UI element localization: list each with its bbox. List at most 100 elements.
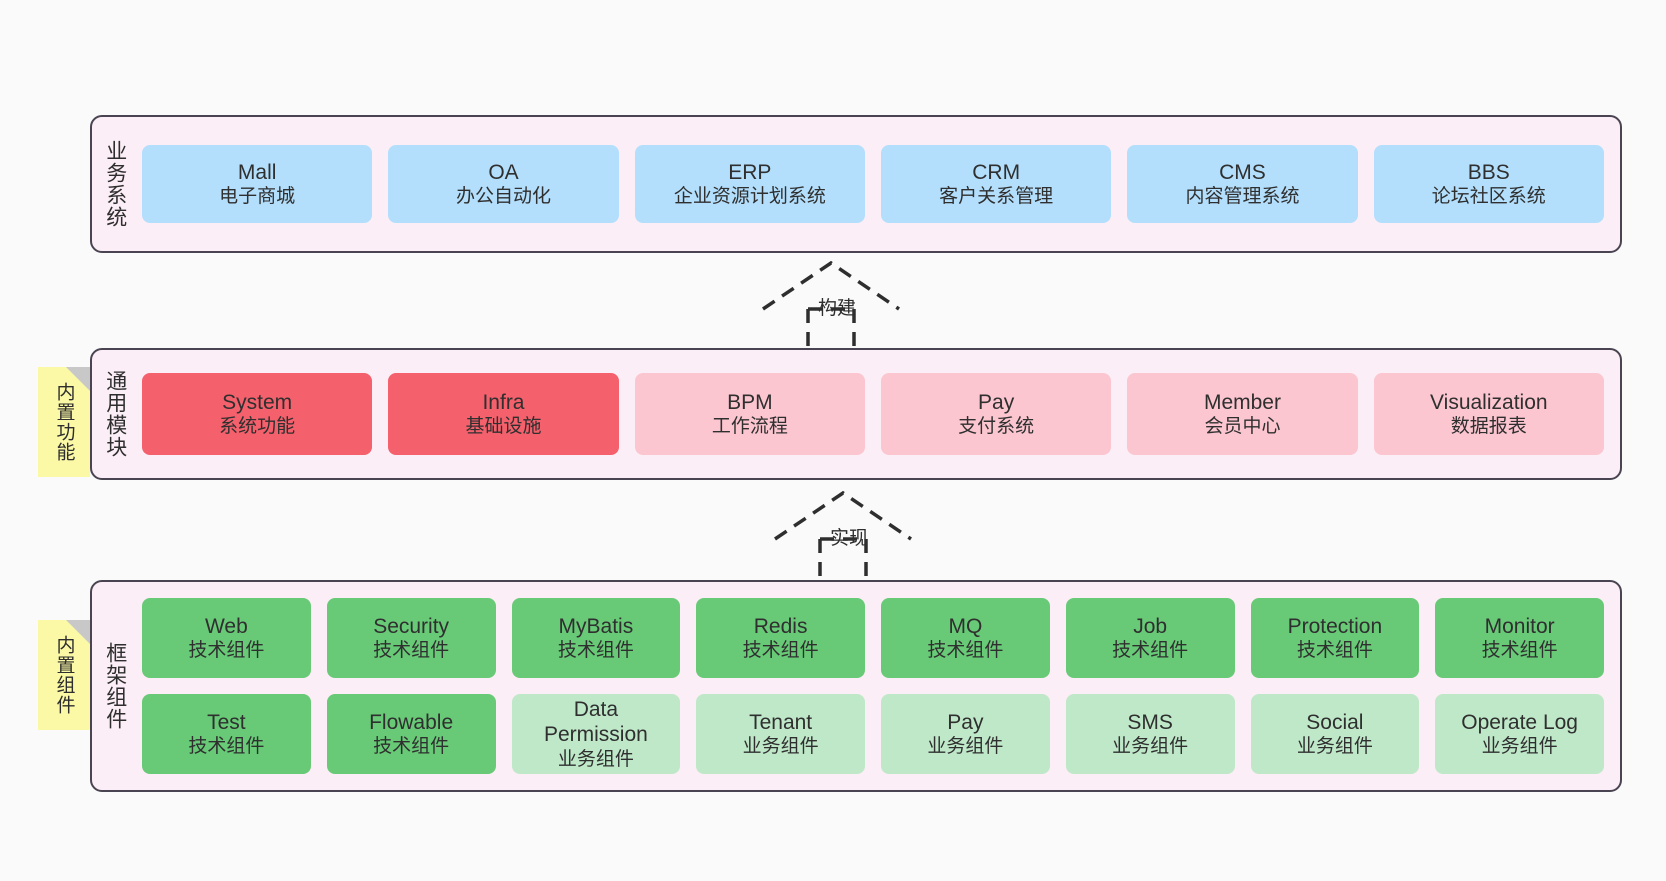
card-visualization-name: Visualization xyxy=(1430,390,1548,414)
card-member-name: Member xyxy=(1203,390,1281,414)
card-operate-log[interactable]: Operate Log 业务组件 xyxy=(1435,694,1604,774)
card-flowable[interactable]: Flowable 技术组件 xyxy=(326,694,496,774)
card-bpm[interactable]: BPM 工作流程 xyxy=(634,373,865,455)
card-erp-sub: 企业资源计划系统 xyxy=(673,186,826,208)
framework-card-row-business: Test 技术组件 Flowable 技术组件 Data Permission … xyxy=(142,694,1604,774)
card-job-name: Job xyxy=(1133,614,1168,638)
card-monitor-sub: 技术组件 xyxy=(1481,640,1558,662)
card-web[interactable]: Web 技术组件 xyxy=(142,598,311,678)
card-infra[interactable]: Infra 基础设施 xyxy=(388,373,619,455)
connector-build-label: 构建 xyxy=(818,298,857,319)
card-data-permission[interactable]: Data Permission 业务组件 xyxy=(511,694,681,774)
card-cms-name: CMS xyxy=(1219,160,1266,184)
card-security[interactable]: Security 技术组件 xyxy=(326,598,496,678)
card-mall[interactable]: Mall 电子商城 xyxy=(142,145,373,223)
card-cms-sub: 内容管理系统 xyxy=(1185,186,1300,208)
layer-body-framework-components: Web 技术组件 Security 技术组件 MyBatis 技术组件 Redi… xyxy=(138,582,1620,790)
sticky-builtin-functions: 内置功能 xyxy=(38,367,90,477)
card-data-permission-name: Data Permission xyxy=(543,697,648,747)
card-flowable-sub: 技术组件 xyxy=(373,736,450,758)
card-pay-component-sub: 业务组件 xyxy=(927,736,1004,758)
card-system-name: System xyxy=(222,390,293,414)
card-system[interactable]: System 系统功能 xyxy=(142,373,373,455)
card-member[interactable]: Member 会员中心 xyxy=(1127,373,1358,455)
card-pay-component[interactable]: Pay 业务组件 xyxy=(881,694,1050,774)
card-pay-component-name: Pay xyxy=(947,710,984,734)
card-tenant[interactable]: Tenant 业务组件 xyxy=(696,694,865,774)
card-web-name: Web xyxy=(204,614,248,638)
card-system-sub: 系统功能 xyxy=(219,416,296,438)
card-security-sub: 技术组件 xyxy=(373,640,450,662)
card-operate-log-sub: 业务组件 xyxy=(1481,736,1558,758)
card-redis[interactable]: Redis 技术组件 xyxy=(696,598,865,678)
card-job[interactable]: Job 技术组件 xyxy=(1065,598,1235,678)
layer-common-modules: 通用模块 System 系统功能 Infra 基础设施 BPM 工作流程 Pay xyxy=(90,348,1622,480)
card-web-sub: 技术组件 xyxy=(188,640,265,662)
card-security-name: Security xyxy=(373,614,450,638)
card-protection-sub: 技术组件 xyxy=(1296,640,1373,662)
card-data-permission-sub: 业务组件 xyxy=(557,749,634,771)
connector-implement-label: 实现 xyxy=(830,528,869,549)
card-test[interactable]: Test 技术组件 xyxy=(142,694,311,774)
card-bbs[interactable]: BBS 论坛社区系统 xyxy=(1373,145,1604,223)
card-social-name: Social xyxy=(1306,710,1364,734)
card-sms[interactable]: SMS 业务组件 xyxy=(1065,694,1235,774)
card-flowable-name: Flowable xyxy=(369,710,454,734)
card-protection[interactable]: Protection 技术组件 xyxy=(1250,598,1420,678)
card-test-sub: 技术组件 xyxy=(188,736,265,758)
layer-title-framework-components: 框架组件 xyxy=(103,642,127,730)
card-member-sub: 会员中心 xyxy=(1204,416,1281,438)
card-tenant-name: Tenant xyxy=(749,710,813,734)
card-erp-name: ERP xyxy=(728,160,772,184)
layer-body-business-system: Mall 电子商城 OA 办公自动化 ERP 企业资源计划系统 CRM 客户关系… xyxy=(138,117,1620,251)
sticky-builtin-components: 内置组件 xyxy=(38,620,90,730)
card-mq[interactable]: MQ 技术组件 xyxy=(881,598,1050,678)
card-mybatis-sub: 技术组件 xyxy=(557,640,634,662)
module-card-row: System 系统功能 Infra 基础设施 BPM 工作流程 Pay 支付系统… xyxy=(142,373,1604,455)
card-social-sub: 业务组件 xyxy=(1296,736,1373,758)
card-pay-module-sub: 支付系统 xyxy=(958,416,1035,438)
card-mq-name: MQ xyxy=(948,614,983,638)
card-infra-sub: 基础设施 xyxy=(465,416,542,438)
card-bbs-sub: 论坛社区系统 xyxy=(1431,186,1546,208)
card-redis-name: Redis xyxy=(753,614,808,638)
card-sms-sub: 业务组件 xyxy=(1112,736,1189,758)
card-crm-sub: 客户关系管理 xyxy=(939,186,1054,208)
card-bpm-sub: 工作流程 xyxy=(711,416,788,438)
card-cms[interactable]: CMS 内容管理系统 xyxy=(1127,145,1358,223)
layer-framework-components: 框架组件 Web 技术组件 Security 技术组件 MyBatis 技术组件… xyxy=(90,580,1622,792)
card-mall-sub: 电子商城 xyxy=(219,186,296,208)
card-mall-name: Mall xyxy=(237,160,277,184)
card-monitor-name: Monitor xyxy=(1484,614,1555,638)
card-visualization[interactable]: Visualization 数据报表 xyxy=(1373,373,1604,455)
card-infra-name: Infra xyxy=(482,390,525,414)
framework-card-row-technical: Web 技术组件 Security 技术组件 MyBatis 技术组件 Redi… xyxy=(142,598,1604,678)
card-pay-module-name: Pay xyxy=(978,390,1015,414)
card-sms-name: SMS xyxy=(1127,710,1173,734)
card-erp[interactable]: ERP 企业资源计划系统 xyxy=(634,145,865,223)
card-monitor[interactable]: Monitor 技术组件 xyxy=(1435,598,1604,678)
card-job-sub: 技术组件 xyxy=(1112,640,1189,662)
connector-implement-arrow xyxy=(770,488,916,586)
card-oa[interactable]: OA 办公自动化 xyxy=(388,145,619,223)
connector-build-arrow xyxy=(758,258,904,356)
card-crm-name: CRM xyxy=(972,160,1021,184)
card-pay-module[interactable]: Pay 支付系统 xyxy=(880,373,1112,455)
card-oa-sub: 办公自动化 xyxy=(455,186,551,208)
card-test-name: Test xyxy=(207,710,246,734)
layer-title-business-system: 业务系统 xyxy=(103,140,127,228)
card-bpm-name: BPM xyxy=(727,390,773,414)
card-visualization-sub: 数据报表 xyxy=(1450,416,1527,438)
card-social[interactable]: Social 业务组件 xyxy=(1250,694,1420,774)
layer-body-common-modules: System 系统功能 Infra 基础设施 BPM 工作流程 Pay 支付系统… xyxy=(138,350,1620,478)
layer-business-system: 业务系统 Mall 电子商城 OA 办公自动化 ERP 企业资源计划系统 CRM xyxy=(90,115,1622,253)
card-mybatis[interactable]: MyBatis 技术组件 xyxy=(511,598,681,678)
card-mybatis-name: MyBatis xyxy=(558,614,634,638)
card-bbs-name: BBS xyxy=(1467,160,1510,184)
layer-title-common-modules: 通用模块 xyxy=(103,370,127,458)
card-operate-log-name: Operate Log xyxy=(1461,710,1578,734)
card-redis-sub: 技术组件 xyxy=(742,640,819,662)
card-crm[interactable]: CRM 客户关系管理 xyxy=(880,145,1112,223)
card-tenant-sub: 业务组件 xyxy=(742,736,819,758)
